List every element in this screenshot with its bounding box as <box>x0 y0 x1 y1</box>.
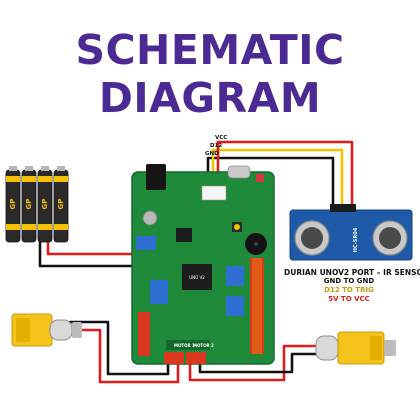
battery-brand: GP <box>9 199 17 210</box>
left-motor <box>11 313 82 347</box>
battery-cell: GP <box>37 166 53 243</box>
dc-jack <box>146 164 166 190</box>
motor-2-label: MOTOR 2 <box>193 343 214 348</box>
ultrasonic-sensor: HC-SR04 <box>289 204 413 261</box>
legend-gnd: GND TO GND <box>323 277 375 285</box>
jumper-block <box>226 296 244 316</box>
motor-1-terminal <box>164 352 184 364</box>
battery-cell: GP <box>53 166 69 243</box>
title-line-2: DIAGRAM <box>98 74 322 122</box>
pin-mapping-legend: DURIAN UNOV2 PORT – IR SENSOR GND TO GND… <box>284 268 420 304</box>
legend-heading: DURIAN UNOV2 PORT – IR SENSOR <box>284 268 420 277</box>
uno-v2-board: GND D12 VCC UNO V2 MOTOR 1 MOTOR 2 <box>131 135 275 365</box>
motor-1-label: MOTOR 1 <box>174 343 195 348</box>
header-label-gnd: GND <box>205 151 219 157</box>
battery-pack: GP GP GP GP <box>5 166 69 243</box>
title-line-1: SCHEMATIC <box>75 26 345 74</box>
board-name: UNO V2 <box>189 275 205 280</box>
sensor-vcc-wire <box>216 140 354 212</box>
usb-c-port <box>227 165 251 179</box>
battery-brand: GP <box>25 199 33 210</box>
battery-cell: GP <box>21 166 37 243</box>
power-terminal <box>136 236 156 250</box>
sensor-trig-wire <box>211 148 344 212</box>
driver-chip <box>176 228 192 242</box>
right-motor-red-wire <box>188 344 318 382</box>
right-pin-header <box>250 258 264 354</box>
sensor-header <box>201 185 227 201</box>
left-pin-header <box>138 312 150 356</box>
left-motor-red-wire <box>68 328 180 384</box>
wires <box>38 140 354 384</box>
sensor-model: HC-SR04 <box>353 227 359 252</box>
right-motor <box>315 331 396 365</box>
motor-2-terminal <box>186 352 206 364</box>
header-label-vcc: VCC <box>215 135 227 141</box>
reset-button <box>256 174 264 182</box>
legend-vcc: 5V TO VCC <box>328 295 370 303</box>
servo-header <box>150 280 168 304</box>
right-motor-black-wire <box>198 352 318 374</box>
capacitor <box>142 210 158 226</box>
diagram-title: SCHEMATIC DIAGRAM <box>0 26 420 122</box>
legend-trig: D12 TO TRIG <box>324 286 374 294</box>
left-motor-black-wire <box>68 320 170 376</box>
mcu-chip <box>182 264 212 290</box>
battery-cell: GP <box>5 166 21 243</box>
battery-brand: GP <box>57 199 65 210</box>
jumper-block <box>226 266 244 286</box>
header-label-d12: D12 <box>210 143 222 149</box>
battery-brand: GP <box>41 199 49 210</box>
